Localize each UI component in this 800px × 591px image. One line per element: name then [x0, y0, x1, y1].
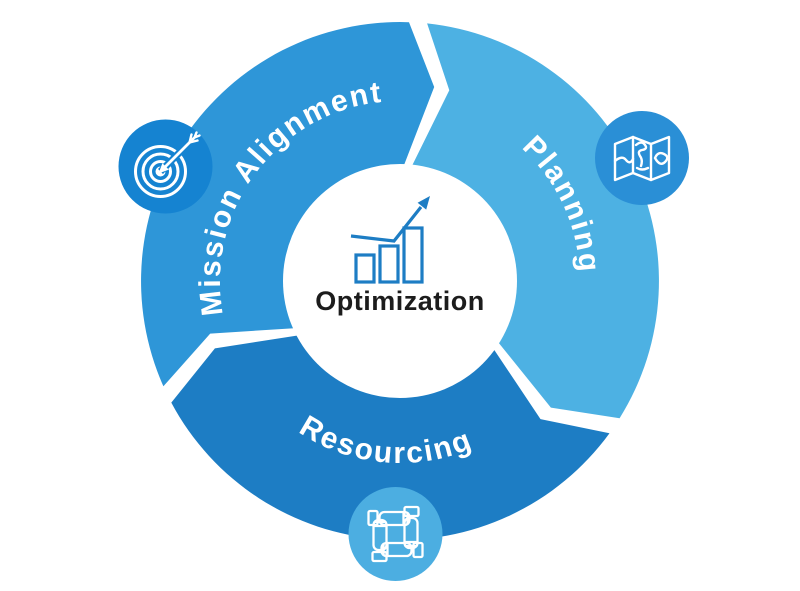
chart-bar-tall — [402, 226, 424, 284]
joined-hands-icon — [348, 487, 443, 581]
trend-line — [350, 206, 423, 243]
growth-bar-chart-icon — [350, 196, 430, 284]
hands-icon-circle — [348, 487, 443, 581]
arrow-fletching — [188, 131, 201, 144]
chart-bar-small — [354, 253, 376, 284]
target-arrow-icon — [118, 119, 213, 214]
segment-resourcing — [171, 335, 610, 540]
trend-arrowhead-icon — [417, 196, 430, 210]
segment-mission-alignment — [141, 22, 435, 387]
chart-bar-medium — [378, 244, 400, 284]
cycle-ring — [141, 22, 659, 540]
arrowhead — [158, 163, 169, 174]
center-circle — [283, 164, 517, 398]
center-label: Optimization — [315, 286, 485, 316]
folded-map-icon — [595, 111, 689, 205]
segment-planning — [412, 23, 659, 419]
